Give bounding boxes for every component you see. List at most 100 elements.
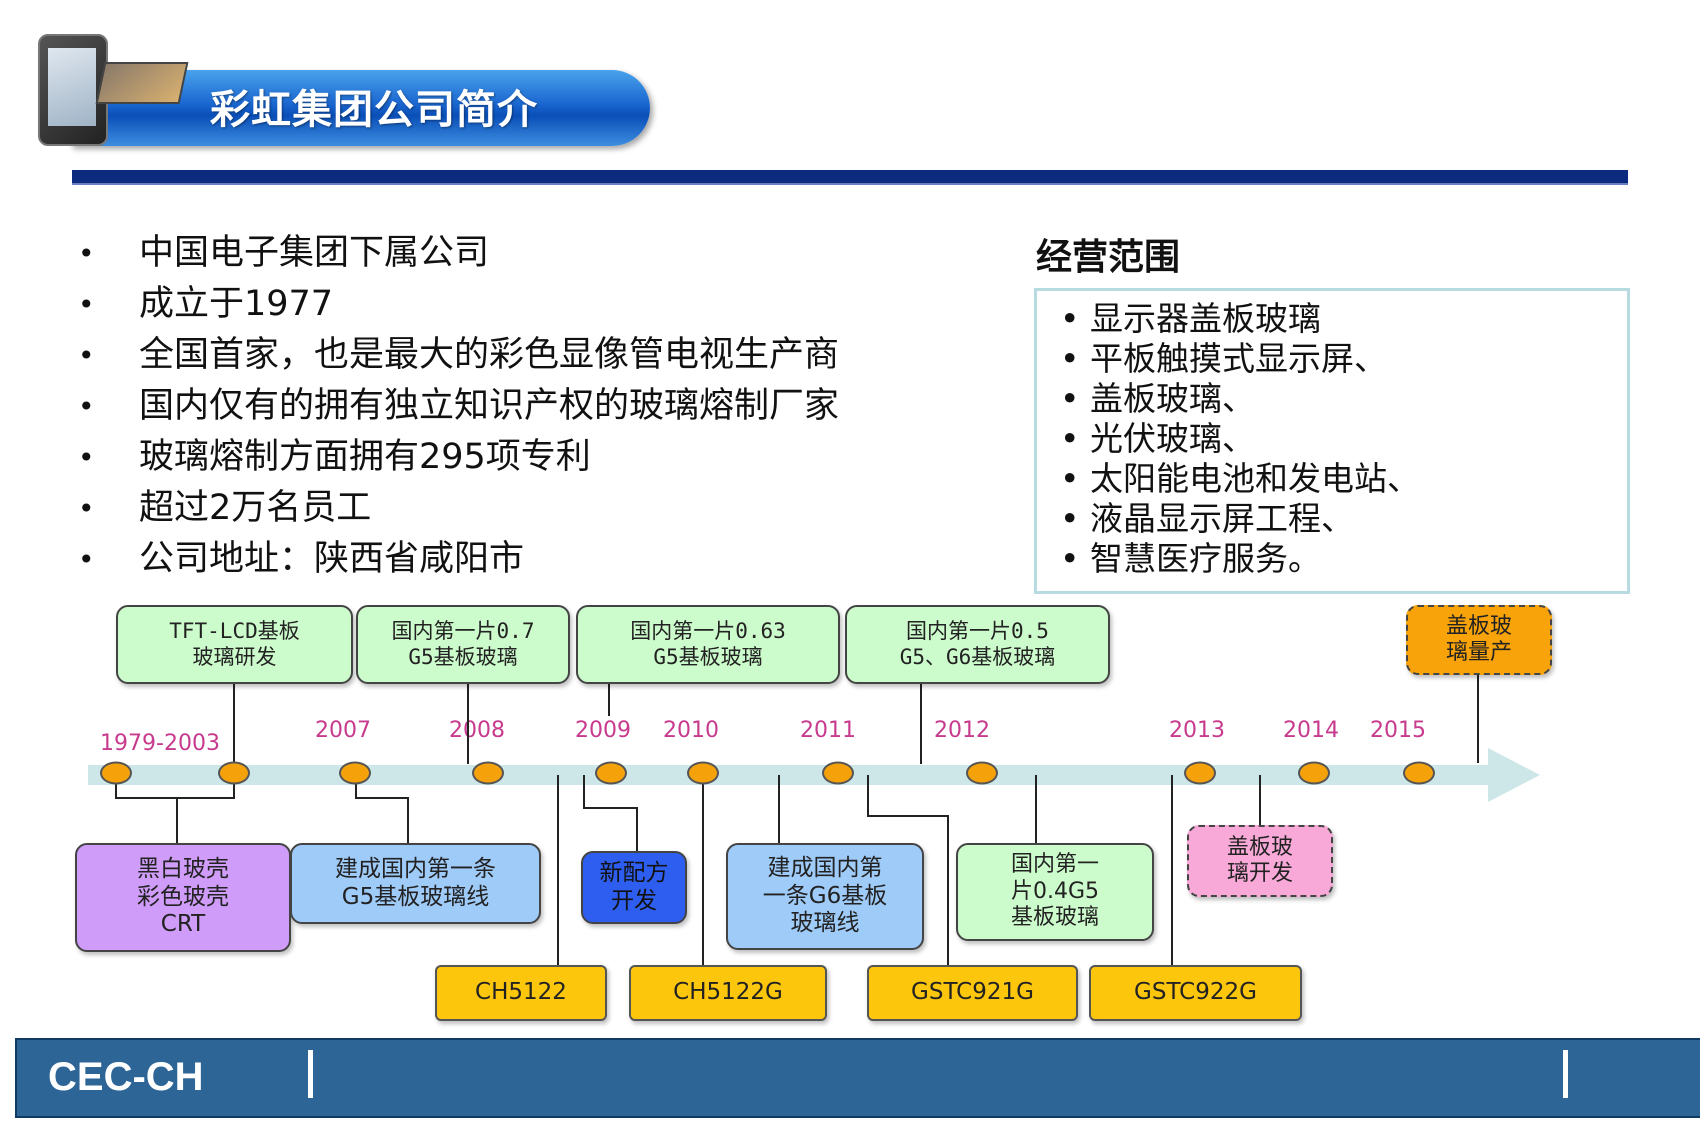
connector-line [176, 797, 178, 844]
milestone-text: 彩色玻壳 [137, 883, 229, 910]
timeline-node [1403, 761, 1435, 785]
fact-text: 成立于1977 [139, 284, 334, 324]
connector-line [1259, 775, 1261, 825]
timeline-axis [88, 765, 1500, 785]
timeline-node [218, 761, 250, 785]
connector-line [233, 783, 235, 799]
milestone-text: CRT [160, 911, 206, 938]
bullet-icon: • [78, 441, 95, 474]
fact-text: 全国首家，也是最大的彩色显像管电视生产商 [139, 335, 840, 375]
timeline-node [966, 761, 998, 785]
milestone-text: 国内第一片0.7 [391, 619, 535, 644]
facts-list: •中国电子集团下属公司 •成立于1977 •全国首家，也是最大的彩色显像管电视生… [75, 228, 839, 585]
fact-text: 国内仅有的拥有独立知识产权的玻璃熔制厂家 [139, 386, 840, 426]
connector-line [115, 783, 117, 799]
fact-text: 公司地址：陕西省咸阳市 [139, 539, 525, 579]
bullet-icon: • [78, 339, 95, 372]
milestone-box: 盖板玻璃开发 [1187, 825, 1333, 897]
milestone-text: G5基板玻璃 [653, 644, 763, 669]
milestone-text: 片0.4G5 [1010, 878, 1100, 904]
footer-divider [308, 1050, 313, 1098]
bullet-icon: • [78, 543, 95, 576]
year-label: 2010 [663, 718, 719, 743]
scope-item: • 平板触摸式显示屏、 [1060, 339, 1387, 378]
scope-box [1034, 288, 1630, 594]
milestone-text: 国内第一 [1010, 852, 1099, 878]
fact-item: • 中国电子集团下属公司 [75, 228, 839, 279]
milestone-text: 盖板玻 [1445, 613, 1512, 639]
phone-screen-icon [48, 48, 96, 126]
connector-line [608, 682, 610, 716]
milestone-text: 一条G6基板 [762, 882, 888, 909]
connector-line [233, 682, 235, 766]
year-label: 2007 [315, 718, 371, 743]
connector-line [867, 775, 869, 817]
connector-line [778, 775, 780, 843]
laptop-icon [95, 62, 189, 104]
year-label: 2009 [575, 718, 631, 743]
connector-line [702, 783, 704, 965]
scope-item: • 液晶显示屏工程、 [1060, 499, 1354, 538]
connector-line [557, 775, 559, 965]
milestone-text: G5基板玻璃 [408, 644, 518, 669]
milestone-text: 开发 [611, 887, 657, 914]
bullet-icon: • [78, 237, 95, 270]
bullet-icon: • [78, 390, 95, 423]
connector-line [115, 797, 235, 799]
fact-item: • 国内仅有的拥有独立知识产权的玻璃熔制厂家 [75, 381, 839, 432]
scope-title: 经营范围 [1036, 237, 1181, 278]
connector-line [583, 775, 585, 809]
fact-item: •成立于1977 [75, 279, 839, 330]
timeline-node [1184, 761, 1216, 785]
timeline-node [339, 761, 371, 785]
timeline-node [1298, 761, 1330, 785]
timeline-node [595, 761, 627, 785]
year-label: 2011 [800, 718, 856, 743]
milestone-text: 玻璃研发 [192, 644, 277, 669]
milestone-text: 建成国内第 [767, 855, 883, 882]
scope-item: • 盖板玻璃、 [1060, 379, 1255, 418]
year-label: 1979-2003 [100, 731, 220, 756]
milestone-text: G5、G6基板玻璃 [899, 644, 1056, 669]
milestone-text: G5基板玻璃线 [341, 883, 490, 910]
timeline-node [822, 761, 854, 785]
product-label: GSTC921G [911, 979, 1034, 1006]
fact-item: •超过2万名员工 [75, 483, 839, 534]
connector-line [1171, 775, 1173, 965]
milestone-text: 璃开发 [1226, 861, 1293, 886]
fact-item: • 玻璃熔制方面拥有295项专利 [75, 432, 839, 483]
footer-divider [1563, 1050, 1568, 1098]
timeline-node [472, 761, 504, 785]
fact-item: • 公司地址：陕西省咸阳市 [75, 534, 839, 585]
page-title: 彩虹集团公司简介 [210, 87, 538, 133]
year-label: 2012 [934, 718, 990, 743]
milestone-box: 新配方开发 [581, 851, 687, 924]
year-label: 2014 [1283, 718, 1339, 743]
product-box: CH5122G [629, 965, 827, 1021]
connector-line [355, 797, 409, 799]
year-label: 2015 [1370, 718, 1426, 743]
fact-text: 超过2万名员工 [139, 488, 372, 528]
fact-item: • 全国首家，也是最大的彩色显像管电视生产商 [75, 330, 839, 381]
fact-text: 玻璃熔制方面拥有295项专利 [139, 437, 591, 477]
scope-list: • 显示器盖板玻璃 • 平板触摸式显示屏、 • 盖板玻璃、 • 光伏玻璃、 • … [1060, 299, 1420, 579]
connector-line [355, 783, 357, 799]
product-box: GSTC922G [1089, 965, 1302, 1021]
fact-text: 中国电子集团下属公司 [139, 233, 490, 273]
header-rule [72, 170, 1628, 185]
milestone-box: TFT-LCD基板玻璃研发 [116, 605, 353, 684]
footer-bar [15, 1038, 1700, 1118]
milestone-text: 国内第一片0.5 [906, 619, 1049, 644]
product-box: GSTC921G [867, 965, 1078, 1021]
product-label: CH5122G [673, 979, 783, 1006]
product-box: CH5122 [435, 965, 607, 1021]
milestone-text: 新配方 [599, 859, 669, 886]
milestone-text: 黑白玻壳 [137, 856, 229, 883]
year-label: 2008 [449, 718, 505, 743]
scope-item: • 太阳能电池和发电站、 [1060, 459, 1420, 498]
